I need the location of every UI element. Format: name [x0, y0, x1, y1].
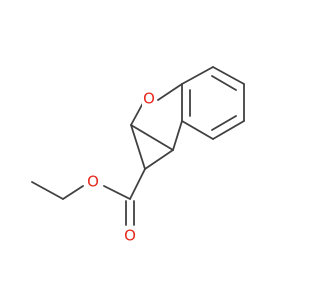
bond-cyclopropane-1 — [130, 124, 174, 151]
atom-labels: O O O — [86, 90, 156, 245]
ring-oxygen-background — [142, 90, 156, 108]
fused-ring-system — [130, 83, 183, 170]
bond-ethyl — [31, 181, 64, 200]
structure-canvas: O O O — [31, 66, 245, 245]
bond-benzene-1 — [212, 66, 245, 85]
chemical-structure: O O O — [31, 66, 245, 245]
ester-oxygen-background — [86, 173, 100, 191]
bond-benzene-6 — [181, 66, 214, 85]
carbonyl-oxygen-label: O — [124, 227, 136, 245]
bond-carbonyl-ester-oxygen — [103, 185, 131, 200]
bond-ring-carbonyl — [129, 168, 146, 200]
ester-oxygen-label: O — [87, 173, 99, 191]
bond-c-o-ring — [157, 83, 183, 101]
bond-benzene-double-1 — [211, 75, 237, 91]
ring-oxygen-label: O — [143, 90, 155, 108]
bond-cyclopropane-2 — [130, 124, 146, 170]
bond-ester-oxygen-ethyl — [62, 185, 84, 200]
bond-cyclopropane-3 — [144, 149, 174, 170]
bond-benzene-double-2 — [211, 115, 237, 131]
bond-benzene-3 — [212, 120, 245, 140]
bond-aryl-ch-ring — [172, 120, 183, 151]
benzene-ring — [181, 66, 245, 140]
carbonyl-oxygen-background — [123, 227, 137, 245]
bond-benzene-4 — [181, 120, 214, 140]
ester-chain — [31, 168, 146, 226]
bond-o-ch-ring — [130, 102, 144, 126]
